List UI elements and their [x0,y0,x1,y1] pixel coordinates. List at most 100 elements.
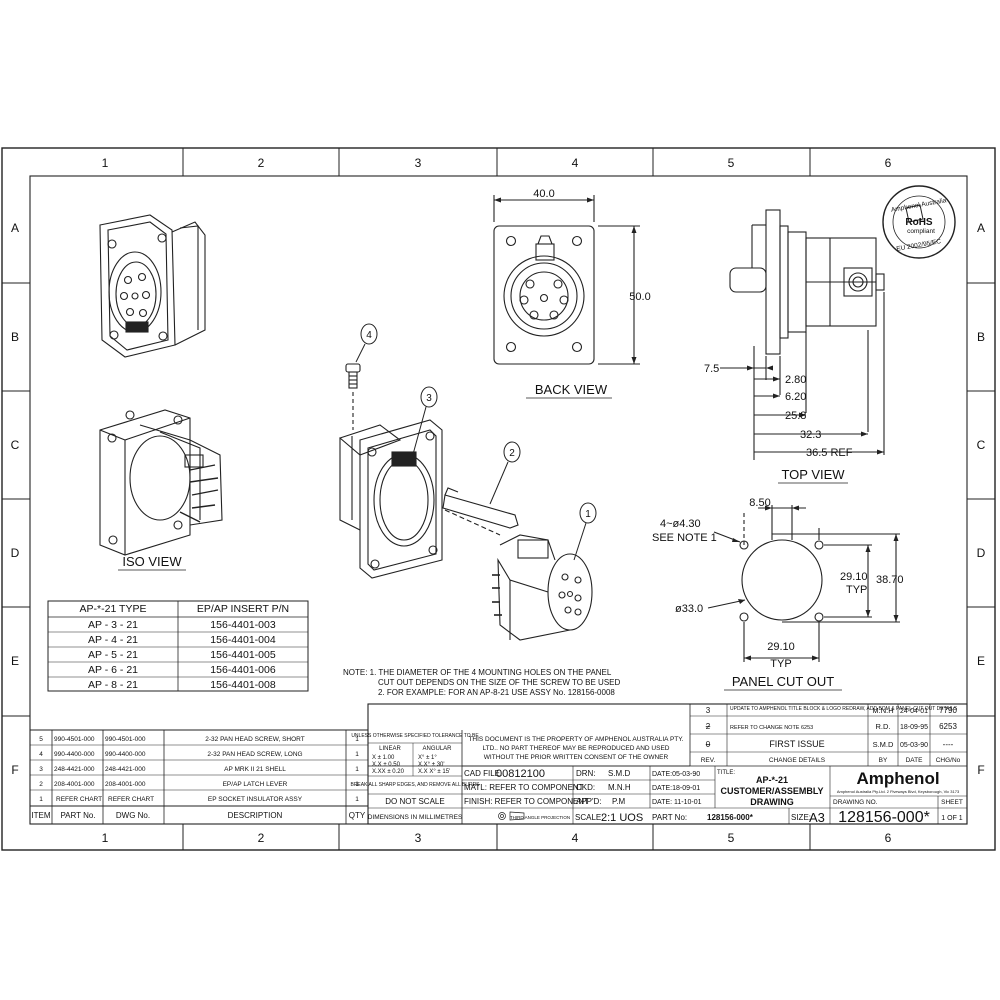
dimensions-unit: DIMENSIONS IN MILLIMETRES [368,814,463,821]
bom-cell: 1 [39,796,43,803]
bom-cell: 208-4001-000 [54,781,95,788]
dim-panel-bottom: 29.10 [767,641,795,653]
dim-panel-total: 38.70 [876,574,904,586]
col-label: 2 [258,156,265,170]
date-checked: DATE:18-09-01 [652,785,700,792]
note-line-3: 2. FOR EXAMPLE: FOR AN AP-8-21 USE ASSY … [378,688,615,697]
tolerance-linear-row: X.X ± 0.50 [372,762,401,768]
row-label: C [977,438,986,452]
iso-view-front-drawing [99,214,206,358]
col-label: 6 [885,156,892,170]
col-label: 2 [258,831,265,845]
drawn-by-value: S.M.D [608,769,630,778]
dim-top-4: 32.3 [800,429,821,441]
rev-by: R.D. [876,722,891,731]
bom-cell: 3 [39,766,43,773]
insulator-part [492,534,593,641]
row-label: A [11,221,19,235]
date-approved: DATE: 11-10-01 [652,799,702,806]
rev-date: 24-04-01 [900,708,928,715]
col-label: 6 [885,831,892,845]
rohs-sub-text: compliant [907,228,935,235]
tolerance-linear: LINEAR [379,746,401,752]
drawing-no-label: DRAWING NO. [833,799,878,806]
grid-column-labels: 1 2 3 4 5 6 1 2 3 4 5 6 [102,156,892,845]
drawing-title-line-3: DRAWING [750,797,794,807]
rev-number: 3 [706,706,711,715]
dim-back-height: 50.0 [629,291,650,303]
bom-cell: 990-4501-000 [54,736,95,743]
drawing-title-line-2: CUSTOMER/ASSEMBLY [720,786,823,796]
back-view-label: BACK VIEW [535,382,608,397]
bom-cell: 5 [39,736,43,743]
rohs-compliance-stamp: Amphenol Australia RoHS compliant EU 200… [882,185,956,259]
bom-header: PART No. [60,811,95,820]
shell-part [338,419,501,579]
grid-row-labels: A B C D E F A B C D E F [11,221,986,777]
panel-cutout-drawing [707,505,900,662]
row-label: C [11,438,20,452]
rev-date: 18-09-95 [900,724,928,731]
note-line-2: CUT OUT DEPENDS ON THE SIZE OF THE SCREW… [378,678,620,687]
rev-header: CHANGE DETAILS [769,757,826,764]
row-label: A [977,221,985,235]
part-no-value: 128156-000* [707,813,754,822]
dim-top-0: 7.5 [704,363,719,375]
dim-panel-h: 29.10 [840,571,868,583]
rev-chg: 6253 [939,722,957,731]
type-table-cell: AP - 4 - 21 [88,634,138,646]
scale-label: SCALE: [575,813,603,822]
dim-panel-bottom-typ: TYP [770,658,791,670]
bom-headers: ITEM PART No. DWG No. DESCRIPTION QTY [31,811,365,820]
bom-cell: 4 [39,751,43,758]
drawing-notes: NOTE: 1. THE DIAMETER OF THE 4 MOUNTING … [343,668,620,697]
col-label: 1 [102,156,109,170]
type-table-cell: 156-4401-003 [210,619,276,631]
item-balloons [355,323,597,561]
bom-header: ITEM [31,811,50,820]
col-label: 4 [572,831,579,845]
bom-header: QTY [349,811,366,820]
tolerance-linear-row: X.XX ± 0.20 [372,769,405,775]
drawn-by-label: DRN: [576,769,596,778]
dim-panel-dia: ø33.0 [675,603,703,615]
top-view-arrows [747,365,884,455]
property-notice-line: LTD.. NO PART THEREOF MAY BE REPRODUCED … [483,745,670,752]
drawing-title-line-1: AP-*-21 [756,775,788,785]
approved-by-label: APP'D: [576,797,602,806]
rev-details: FIRST ISSUE [769,739,824,749]
type-table-header: AP-*-21 TYPE [80,603,147,615]
inner-border [29,175,968,825]
rohs-top-text: Amphenol Australia [891,197,948,214]
dim-top-2: 6.20 [785,391,806,403]
iso-view-label: ISO VIEW [122,554,182,569]
type-table-cell: 156-4401-004 [210,634,276,646]
rev-header: REV. [701,757,716,764]
rev-details: REFER TO CHANGE NOTE 6253 [730,725,813,731]
bom-cell: 990-4400-000 [105,751,146,758]
type-table-cell: AP - 5 - 21 [88,649,138,661]
panel-cutout-dimensions: 8.50 4~ø4.30 SEE NOTE 1 29.10 TYP 38.70 … [652,497,904,670]
balloon-numbers: 4 3 2 1 [366,330,591,520]
row-label: B [977,330,985,344]
bom-cell: 2-32 PAN HEAD SCREW, SHORT [205,736,304,743]
back-view-drawing [493,195,640,365]
row-label: D [11,546,20,560]
tolerance-angular: ANGULAR [422,746,452,752]
tolerance-block: UNLESS OTHERWISE SPECIFIED TOLERANCE TO … [350,733,570,821]
dim-panel-holes: 4~ø4.30 [660,518,701,530]
scale-value: 2:1 UOS [601,812,643,824]
screw-part [345,363,361,430]
row-label: F [11,763,18,777]
bom-cell: 1 [355,736,359,743]
revision-table: 3 UPDATE TO AMPHENOL TITLE BLOCK & LOGO … [701,706,961,764]
col-label: 4 [572,156,579,170]
cad-file-label: CAD FILE: [464,769,502,778]
third-angle-projection-symbol [498,811,525,821]
rev-chg: 7790 [939,706,957,715]
bom-rows: 5 990-4501-000 990-4501-000 2-32 PAN HEA… [39,736,359,803]
rev-header: CHG/No [936,757,961,764]
rev-chg: ---- [943,740,954,749]
bom-cell: REFER CHART [56,796,102,803]
dim-panel-pitch: 8.50 [749,497,770,509]
